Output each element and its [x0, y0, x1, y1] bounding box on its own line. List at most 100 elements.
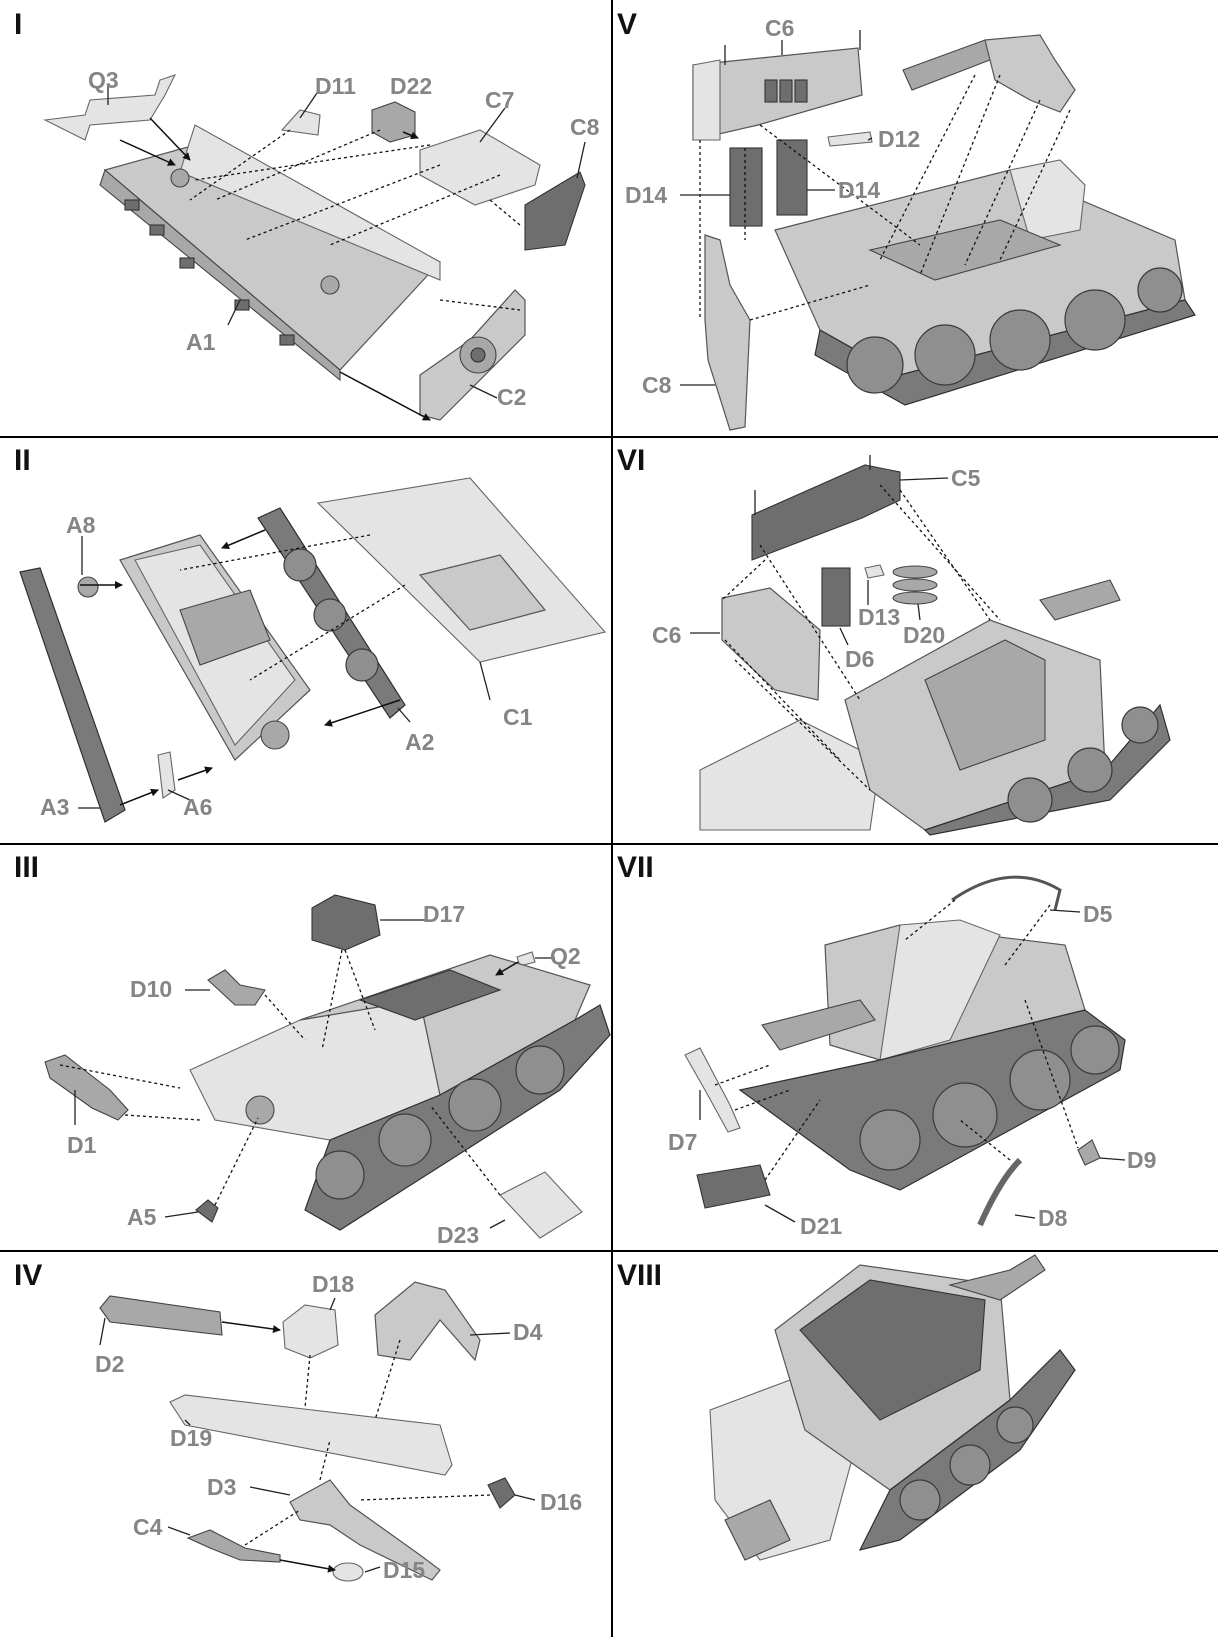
label-c7: C7 — [485, 87, 514, 113]
part-d12-shape — [827, 131, 873, 147]
label-d7: D7 — [668, 1129, 697, 1155]
label-v-d14-left: D14 — [625, 182, 667, 208]
label-d16: D16 — [540, 1489, 582, 1515]
part-c8-shape — [524, 171, 586, 251]
step-2-track-right — [257, 507, 406, 719]
label-c4: C4 — [133, 1514, 163, 1540]
label-v-c8: C8 — [642, 372, 672, 398]
part-d21-shape — [696, 1164, 771, 1209]
label-d6: D6 — [845, 646, 874, 672]
step-8-panel: VIII — [617, 1254, 1076, 1561]
label-vi-c6: C6 — [652, 622, 681, 648]
step-1-leaders — [107, 85, 586, 399]
step-4-number: IV — [14, 1259, 42, 1292]
step-5-guides — [699, 74, 1071, 321]
step-8-finished-vehicle-illustration — [709, 1254, 1076, 1561]
step-1-hull-floor-illustration — [99, 124, 441, 382]
part-c5-shape — [751, 455, 901, 561]
label-a8: A8 — [66, 512, 96, 538]
label-a5: A5 — [127, 1204, 157, 1230]
step-4-leaders — [99, 1297, 536, 1573]
step-7-leaders — [699, 909, 1126, 1223]
part-a8-shape — [77, 576, 99, 598]
label-a3: A3 — [40, 794, 69, 820]
step-5-vehicle-illustration — [774, 159, 1196, 406]
label-v-d12: D12 — [878, 126, 920, 152]
part-d2-shape — [99, 1295, 223, 1336]
part-d6-shape — [821, 567, 851, 627]
part-q2-shape — [516, 951, 536, 967]
step-5-leaders — [680, 40, 873, 386]
part-d8-shape — [977, 1157, 1023, 1227]
step-6-panel: VI — [617, 444, 1171, 836]
label-d1: D1 — [67, 1132, 97, 1158]
step-3-panel: III — [14, 851, 611, 1248]
part-d14-right-shape — [776, 139, 808, 216]
label-v-c6: C6 — [765, 15, 794, 41]
part-d16-shape — [487, 1477, 516, 1509]
label-d11: D11 — [315, 73, 356, 99]
step-3-leaders — [74, 919, 555, 1229]
step-6-leaders — [690, 477, 949, 646]
part-d3-shape — [289, 1479, 441, 1581]
step-2-panel: II — [14, 444, 607, 823]
label-d13: D13 — [858, 604, 900, 630]
step-5-panel: V — [617, 8, 1196, 431]
step-7-number: VII — [617, 851, 654, 884]
label-d23: D23 — [437, 1222, 479, 1248]
label-d17: D17 — [423, 901, 465, 927]
label-q3: Q3 — [88, 67, 119, 93]
step-1-guides — [119, 117, 521, 421]
step-2-guides — [80, 529, 406, 806]
label-d3: D3 — [207, 1474, 236, 1500]
step-4-panel: IV D18 D4 D2 D19 — [14, 1259, 582, 1583]
label-c8: C8 — [570, 114, 600, 140]
label-d15: D15 — [383, 1557, 425, 1583]
part-d22-shape — [371, 101, 416, 143]
label-d18: D18 — [312, 1271, 354, 1297]
part-d7-shape — [684, 1047, 741, 1133]
step-6-number: VI — [617, 444, 645, 477]
gun-shape-step-5 — [902, 34, 1076, 113]
label-c2: C2 — [497, 384, 526, 410]
step-7-guides — [714, 899, 1079, 1181]
part-d14-left-shape — [729, 147, 763, 227]
label-d10: D10 — [130, 976, 172, 1002]
part-c1-shape — [316, 477, 607, 663]
step-8-number: VIII — [617, 1259, 662, 1292]
step-2-hull-illustration — [119, 534, 311, 761]
label-d5: D5 — [1083, 901, 1113, 927]
label-d8: D8 — [1038, 1205, 1068, 1231]
part-d13-shape — [864, 564, 885, 579]
part-d4-shape — [374, 1281, 481, 1362]
label-d9: D9 — [1127, 1147, 1156, 1173]
step-1-number: I — [14, 8, 22, 41]
label-d19: D19 — [170, 1425, 212, 1451]
step-2-leaders — [78, 536, 491, 809]
part-a3-shape — [19, 567, 126, 823]
part-c7-shape — [419, 129, 541, 206]
step-7-vehicle-illustration — [738, 919, 1126, 1191]
step-6-vehicle-illustration — [699, 579, 1171, 836]
label-d4: D4 — [513, 1319, 543, 1345]
part-d20-shape — [892, 565, 938, 605]
part-a5-shape — [195, 1199, 219, 1223]
label-d21: D21 — [800, 1213, 842, 1239]
part-c6-shape — [692, 30, 863, 141]
label-a1: A1 — [186, 329, 216, 355]
part-a6-shape — [157, 751, 176, 799]
step-2-number: II — [14, 444, 31, 477]
part-c8-v-shape — [704, 234, 751, 431]
label-d2: D2 — [95, 1351, 124, 1377]
step-3-number: III — [14, 851, 39, 884]
part-d11-shape — [280, 109, 321, 136]
label-a6: A6 — [183, 794, 212, 820]
part-q3-shape — [43, 74, 177, 141]
label-d20: D20 — [903, 622, 945, 648]
step-3-vehicle-illustration — [189, 954, 611, 1231]
part-d10-shape — [207, 969, 266, 1006]
step-7-panel: VII — [617, 851, 1156, 1239]
label-c5: C5 — [951, 465, 981, 491]
